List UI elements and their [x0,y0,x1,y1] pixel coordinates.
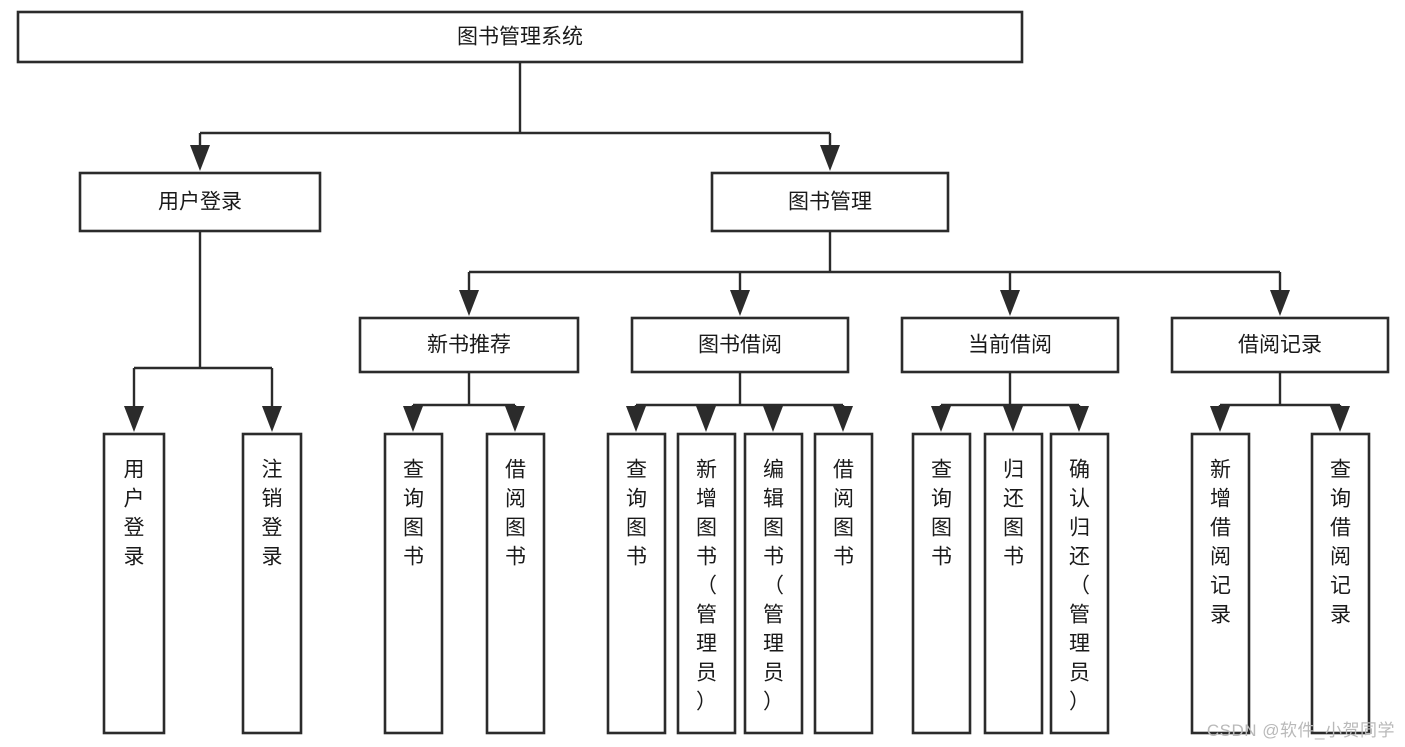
node-layer: 图书管理系统用户登录图书管理新书推荐图书借阅当前借阅借阅记录用户登录注销登录查询… [16,10,1390,735]
arrow-head-icon [1003,406,1023,432]
node-box[interactable] [630,316,850,374]
node-label: 用户登录 [158,191,242,214]
node-label: 新增借阅记录 [1210,459,1231,627]
connector-layer [124,62,1350,432]
node-label: 查询图书 [626,459,647,569]
node-label: 当前借阅 [968,334,1052,357]
node-box[interactable] [1049,432,1110,735]
edges-userlogin-to-leaves [124,231,282,432]
node-box[interactable] [78,171,322,233]
arrow-head-icon [763,406,783,432]
node-leaf-query-book-borrow[interactable]: 查询图书 [606,432,667,735]
node-l2-borrow-record[interactable]: 借阅记录 [1170,316,1390,374]
edges-bookmanage-to-level2 [459,231,1290,316]
node-label: 新书推荐 [427,334,511,357]
node-box[interactable] [16,10,1024,64]
edges-bookborrow-to-leaves [626,372,853,432]
arrow-head-icon [459,290,479,316]
arrow-head-icon [833,406,853,432]
arrow-head-icon [190,145,210,171]
node-label: 查询图书 [403,459,424,569]
node-box[interactable] [1310,432,1371,735]
node-box[interactable] [358,316,580,374]
node-box[interactable] [241,432,303,735]
edges-currentborrow-to-leaves [931,372,1089,432]
node-label: 查询图书 [931,459,952,569]
node-label: 新增图书（管理员） [696,459,717,714]
arrow-head-icon [696,406,716,432]
node-root-root[interactable]: 图书管理系统 [16,10,1024,64]
arrow-head-icon [505,406,525,432]
node-box[interactable] [102,432,166,735]
arrow-head-icon [262,406,282,432]
node-label: 查询借阅记录 [1330,459,1351,627]
arrow-head-icon [1069,406,1089,432]
node-box[interactable] [743,432,804,735]
node-label: 编辑图书（管理员） [763,459,784,714]
node-label: 用户登录 [124,459,145,569]
node-leaf-borrow-book[interactable]: 借阅图书 [813,432,874,735]
node-leaf-add-borrow-record[interactable]: 新增借阅记录 [1190,432,1251,735]
node-label: 借阅图书 [505,459,526,569]
node-l2-new-book-rec[interactable]: 新书推荐 [358,316,580,374]
node-box[interactable] [813,432,874,735]
arrow-head-icon [626,406,646,432]
node-label: 图书借阅 [698,334,782,357]
node-leaf-query-book-rec[interactable]: 查询图书 [383,432,444,735]
arrow-head-icon [931,406,951,432]
node-label: 借阅记录 [1238,334,1322,357]
node-leaf-return-book[interactable]: 归还图书 [983,432,1044,735]
arrow-head-icon [820,145,840,171]
node-l1-book-manage[interactable]: 图书管理 [710,171,950,233]
node-leaf-add-book-admin[interactable]: 新增图书（管理员） [676,432,737,735]
node-label: 图书管理系统 [457,26,583,49]
arrow-head-icon [124,406,144,432]
edges-root-to-level1 [190,62,840,171]
node-leaf-query-borrow-record[interactable]: 查询借阅记录 [1310,432,1371,735]
csdn-watermark: CSDN @软件_小贺同学 [1206,721,1395,740]
arrow-head-icon [730,290,750,316]
arrow-head-icon [1270,290,1290,316]
node-label: 注销登录 [262,459,283,569]
node-l2-current-borrow[interactable]: 当前借阅 [900,316,1120,374]
node-box[interactable] [1170,316,1390,374]
arrow-head-icon [1210,406,1230,432]
node-box[interactable] [485,432,546,735]
node-box[interactable] [900,316,1120,374]
edges-newbook-to-leaves [403,372,525,432]
node-box[interactable] [983,432,1044,735]
node-box[interactable] [383,432,444,735]
node-leaf-borrow-book-rec[interactable]: 借阅图书 [485,432,546,735]
node-leaf-query-book-current[interactable]: 查询图书 [911,432,972,735]
node-leaf-user-logout[interactable]: 注销登录 [241,432,303,735]
node-leaf-edit-book-admin[interactable]: 编辑图书（管理员） [743,432,804,735]
node-label: 借阅图书 [833,459,854,569]
node-label: 图书管理 [788,191,872,214]
node-leaf-confirm-return-admin[interactable]: 确认归还（管理员） [1049,432,1110,735]
node-box[interactable] [911,432,972,735]
node-l2-book-borrow[interactable]: 图书借阅 [630,316,850,374]
node-label: 归还图书 [1003,459,1024,569]
node-label: 确认归还（管理员） [1069,459,1090,714]
node-leaf-user-login[interactable]: 用户登录 [102,432,166,735]
node-box[interactable] [710,171,950,233]
node-box[interactable] [1190,432,1251,735]
node-box[interactable] [606,432,667,735]
node-box[interactable] [676,432,737,735]
arrow-head-icon [403,406,423,432]
node-l1-user-login[interactable]: 用户登录 [78,171,322,233]
arrow-head-icon [1000,290,1020,316]
edges-borrowrecord-to-leaves [1210,372,1350,432]
arrow-head-icon [1330,406,1350,432]
